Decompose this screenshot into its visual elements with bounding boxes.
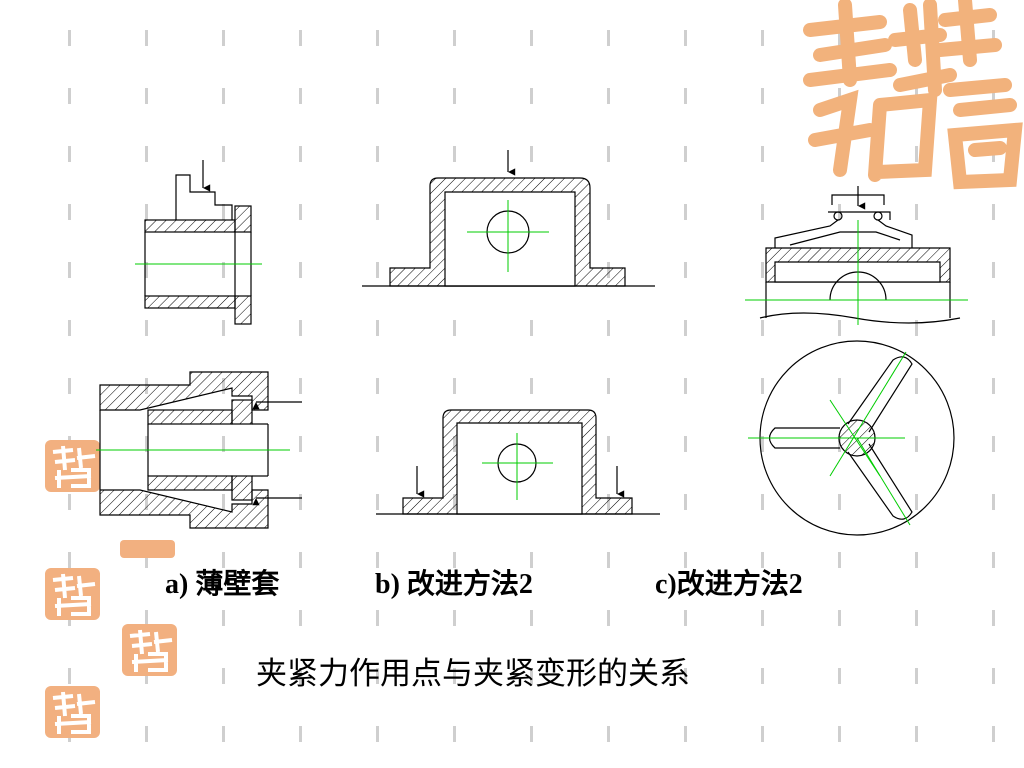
caption-c: c)改进方法2 [655, 569, 803, 600]
slide-title: 夹紧力作用点与夹紧变形的关系 [256, 656, 690, 691]
seal-small-icon [45, 440, 100, 492]
seal-small-icon [45, 568, 100, 620]
diagram-b-bottom [376, 409, 660, 515]
caption-b: b) 改进方法2 [375, 569, 533, 600]
seal-small-icon [120, 540, 175, 558]
centerline [829, 351, 907, 477]
seal-logo-icon [803, 0, 1023, 190]
caption-a: a) 薄壁套 [165, 569, 280, 600]
seal-small-icon [45, 686, 100, 738]
seal-small-icon [122, 624, 177, 676]
diagram-a-bottom [99, 371, 302, 529]
centerline [829, 399, 881, 477]
diagram-c-top [759, 186, 961, 324]
diagram-a-top [144, 160, 252, 325]
centerline [856, 437, 911, 526]
